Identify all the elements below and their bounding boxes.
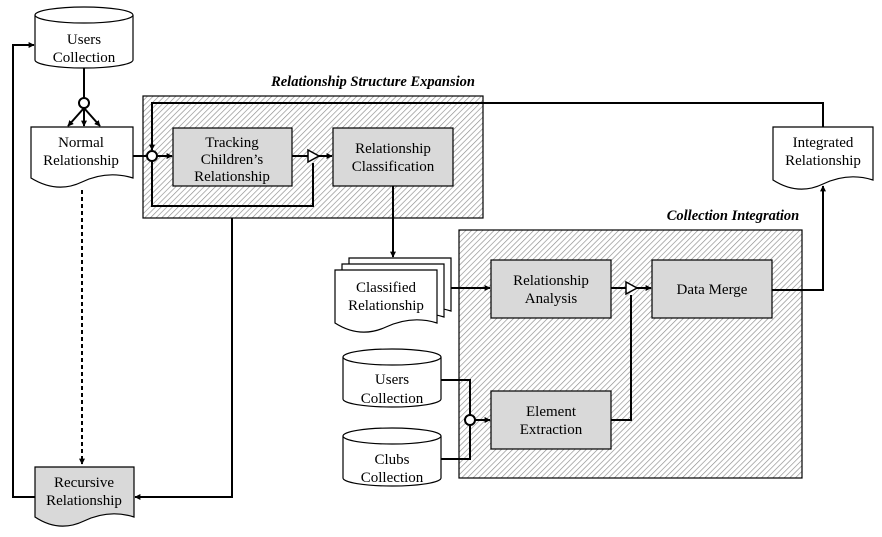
classified-relationship-docs[interactable]: Classified Relationship: [334, 257, 452, 333]
relationship-classification-box[interactable]: Relationship Classification: [332, 127, 454, 187]
data-merge-box[interactable]: Data Merge: [651, 259, 773, 319]
classified-relationship-line1: Classified: [356, 280, 416, 296]
analysis-line2: Analysis: [525, 291, 578, 307]
users-collection-bottom-line2: Collection: [361, 391, 424, 407]
connector-extraction-to-triangle: [611, 295, 632, 421]
clubs-collection-line1: Clubs: [374, 452, 409, 468]
connector-feedback-loop: [149, 102, 824, 151]
connector-clubs-to-junction: [441, 425, 471, 460]
expansion-group-title: Relationship Structure Expansion: [270, 74, 475, 90]
integration-group-title: Collection Integration: [667, 208, 800, 224]
relationship-analysis-box[interactable]: Relationship Analysis: [490, 259, 612, 319]
classification-line1: Relationship: [355, 141, 431, 157]
normal-relationship-doc[interactable]: Normal Relationship: [30, 126, 134, 188]
connector-users-bottom-to-junction: [441, 379, 471, 415]
connector-users-to-normal: [67, 68, 101, 127]
tracking-line2: Children’s: [201, 152, 264, 168]
integrated-relationship-line1: Integrated: [793, 135, 854, 151]
analysis-line1: Relationship: [513, 273, 589, 289]
element-extraction-box[interactable]: Element Extraction: [490, 390, 612, 450]
expansion-merge-triangle: [307, 148, 321, 164]
users-collection-bottom-line1: Users: [375, 372, 409, 388]
users-collection-top-line1: Users: [67, 32, 101, 48]
data-merge-label: Data Merge: [677, 282, 748, 298]
integration-junction-circle: [464, 414, 476, 426]
users-collection-top[interactable]: Users Collection: [34, 6, 134, 69]
classification-line2: Classification: [352, 159, 435, 175]
normal-relationship-line1: Normal: [58, 135, 104, 151]
connector-expansion-to-recursive: [134, 218, 233, 500]
tracking-line3: Relationship: [194, 169, 270, 185]
integration-merge-triangle: [625, 280, 639, 296]
recursive-relationship-line2: Relationship: [46, 493, 122, 509]
tracking-line1: Tracking: [205, 135, 259, 151]
users-collection-top-line2: Collection: [53, 50, 116, 66]
extraction-line1: Element: [526, 404, 577, 420]
users-collection-bottom[interactable]: Users Collection: [342, 348, 442, 408]
recursive-relationship-doc[interactable]: Recursive Relationship: [34, 466, 135, 527]
normal-relationship-line2: Relationship: [43, 153, 119, 169]
expansion-junction-circle: [146, 150, 158, 162]
extraction-line2: Extraction: [520, 422, 583, 438]
clubs-collection-line2: Collection: [361, 470, 424, 486]
clubs-collection[interactable]: Clubs Collection: [342, 427, 442, 487]
integrated-relationship-doc[interactable]: Integrated Relationship: [772, 126, 874, 190]
classified-relationship-line2: Relationship: [348, 298, 424, 314]
connector-inner-loop: [151, 161, 314, 207]
tracking-children-relationship-box[interactable]: Tracking Children’s Relationship: [172, 127, 293, 187]
connector-merge-to-integrated: [772, 185, 826, 291]
recursive-relationship-line1: Recursive: [54, 475, 114, 491]
connector-recursive-to-users: [12, 42, 35, 498]
integrated-relationship-line2: Relationship: [785, 153, 861, 169]
